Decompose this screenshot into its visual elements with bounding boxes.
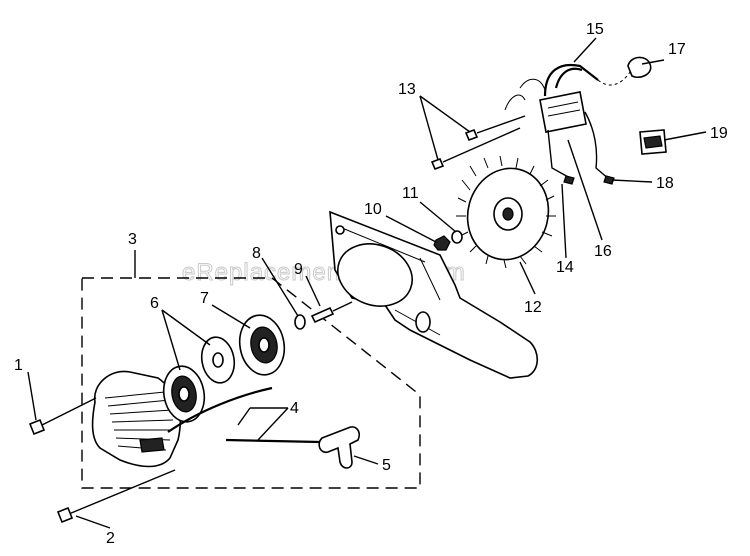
callout-8: 8: [252, 245, 261, 262]
flywheel: [456, 155, 556, 269]
callout-11: 11: [402, 185, 419, 202]
ignition-module: [504, 63, 615, 185]
starter-rope: [167, 386, 321, 444]
starter-handle: [318, 426, 361, 469]
callout-14: 14: [556, 259, 574, 276]
callout-19: 19: [710, 125, 728, 142]
callout-12: 12: [524, 299, 542, 316]
stop-switch: [639, 129, 667, 155]
callout-13: 13: [398, 81, 416, 98]
spring-washer: [200, 336, 236, 384]
screw-1: [28, 397, 97, 436]
callout-18: 18: [656, 175, 674, 192]
starter-assembly-group-box: [81, 250, 421, 489]
starter-pulley: [238, 314, 286, 376]
rewind-spring: [162, 365, 206, 423]
callout-10: 10: [364, 201, 382, 218]
callout-3: 3: [128, 231, 137, 248]
callout-1: 1: [14, 357, 23, 374]
engine-shroud: [329, 210, 539, 379]
washer-11: [451, 230, 463, 244]
callout-15: 15: [586, 21, 604, 38]
callout-6: 6: [150, 295, 159, 312]
callout-17: 17: [668, 41, 686, 58]
callout-16: 16: [594, 243, 612, 260]
washer-8: [294, 314, 306, 330]
nut-10: [433, 235, 451, 251]
screw-9: [310, 301, 353, 324]
callout-7: 7: [200, 290, 209, 307]
starter-housing: [91, 370, 182, 468]
callout-labels: 1 2 3 4 5 6 7 8 9 10 11 12 13 14 15 16 1…: [14, 21, 728, 547]
leader-lines: [27, 37, 707, 529]
spark-plug-boot: [627, 56, 652, 79]
callout-4: 4: [290, 400, 299, 417]
callout-9: 9: [294, 261, 303, 278]
callout-5: 5: [382, 457, 391, 474]
screw-2: [56, 469, 176, 524]
screws-13: [430, 115, 526, 171]
spark-boot-lead: [597, 71, 631, 86]
callout-2: 2: [106, 530, 115, 547]
